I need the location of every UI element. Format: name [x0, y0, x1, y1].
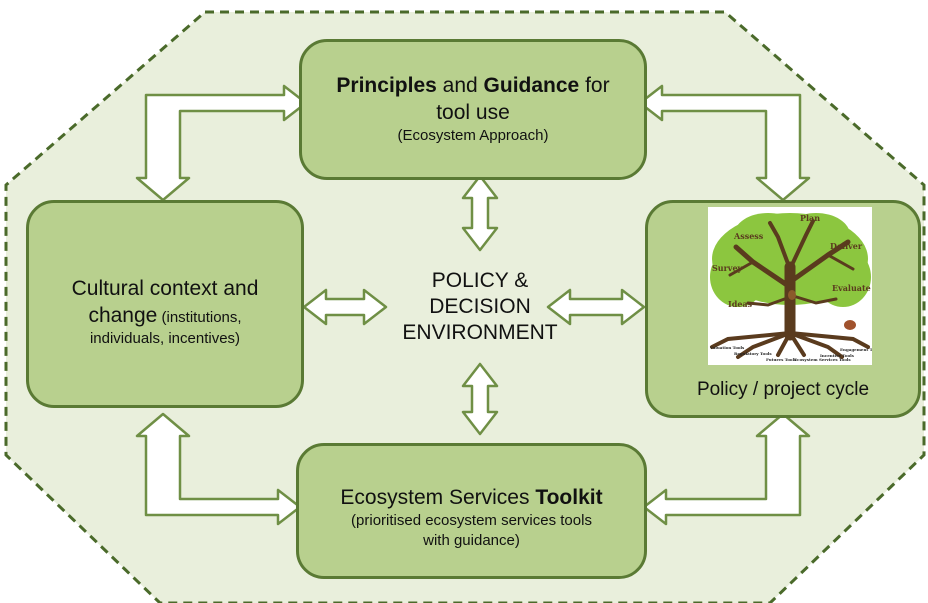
policy-cycle-label: Policy / project cycle [696, 379, 870, 400]
tree-roots [710, 331, 870, 359]
tool-valuation: Valuation Tools [709, 345, 745, 350]
principles-line2: tool use [436, 101, 510, 124]
dashed-octagon-boundary [4, 10, 926, 603]
principles-for: for [579, 74, 610, 97]
guidance-bold: Guidance [483, 74, 580, 97]
arrow-principles-center [461, 174, 499, 252]
ecosystem-toolkit-box: Ecosystem Services Toolkit (prioritised … [296, 443, 647, 579]
arrow-toolkit-cultural [135, 412, 302, 526]
tool-engagement: Engagement Tools [840, 347, 872, 352]
policy-cycle-box: Plan Assess Deliver Survey Evaluate Idea… [645, 200, 921, 418]
toolkit-sub2: with guidance) [423, 532, 520, 549]
center-line3: ENVIRONMENT [402, 321, 558, 344]
tool-regulatory: Regulatory Tools [734, 351, 772, 356]
cultural-change: change [88, 304, 158, 327]
arrow-center-policy [546, 288, 646, 326]
cultural-line1: Cultural context and [71, 277, 259, 300]
tool-incentive: Incentive Tools [820, 353, 855, 358]
toolkit-main: Ecosystem Services [340, 486, 536, 509]
arrow-center-toolkit [461, 362, 499, 436]
policy-decision-environment-label: POLICY & DECISION ENVIRONMENT [395, 268, 565, 346]
stage-plan: Plan [800, 213, 820, 223]
stage-assess: Assess [733, 231, 764, 241]
toolkit-sub1: (prioritised ecosystem services tools [351, 512, 592, 529]
center-line1: POLICY & [431, 269, 529, 292]
center-line2: DECISION [429, 295, 531, 318]
toolkit-title: Ecosystem Services Toolkit [299, 484, 644, 511]
stage-survey: Survey [712, 263, 743, 273]
stage-deliver: Deliver [830, 241, 863, 251]
principles-guidance-box: Principles and Guidance for tool use (Ec… [299, 39, 647, 180]
arrow-cultural-center [302, 288, 388, 326]
squirrel-icon [844, 320, 856, 330]
cultural-institutions: (institutions, [157, 309, 242, 326]
toolkit-bold: Toolkit [535, 486, 603, 509]
owl-icon [788, 290, 796, 300]
principles-title: Principles and Guidance for [302, 72, 644, 99]
tool-futures: Futures Tools [766, 357, 797, 362]
principles-and: and [436, 74, 484, 97]
cultural-context-box: Cultural context and change (institution… [26, 200, 304, 408]
cultural-line3: individuals, incentives) [89, 330, 241, 347]
cultural-line2: change (institutions, [29, 302, 301, 329]
stage-ideas: Ideas [728, 299, 753, 309]
tree-branches [728, 219, 855, 341]
stage-evaluate: Evaluate [832, 283, 871, 293]
principles-subtitle: (Ecosystem Approach) [397, 127, 549, 144]
tool-ecosystem-services: Ecosystem Services Tools [794, 357, 851, 362]
tree-icon: Plan Assess Deliver Survey Evaluate Idea… [709, 213, 882, 362]
principles-bold: Principles [336, 74, 437, 97]
tree-illustration: Plan Assess Deliver Survey Evaluate Idea… [708, 207, 882, 365]
